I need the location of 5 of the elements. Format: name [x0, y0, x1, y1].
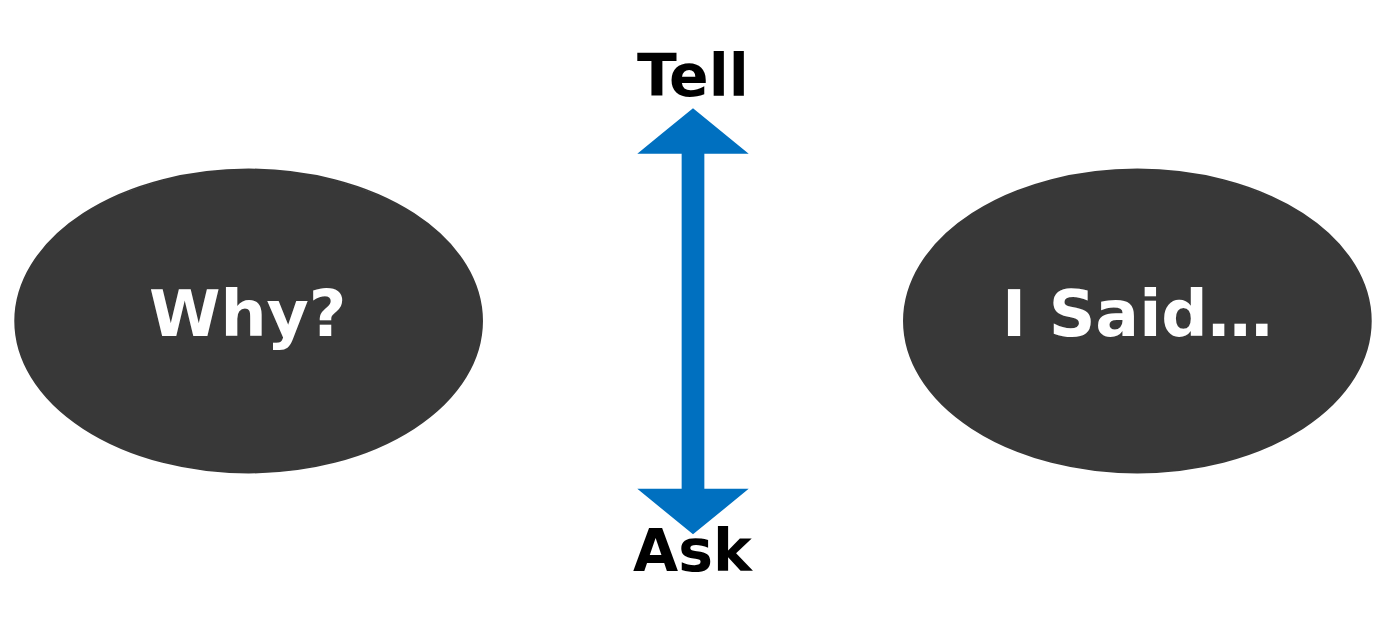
node-ellipse: I Said…: [903, 168, 1372, 473]
arrow: [637, 107, 749, 534]
node-text: Tell: [637, 41, 749, 110]
node-ellipse: Why?: [14, 168, 483, 473]
node-text: Ask: [632, 516, 752, 585]
